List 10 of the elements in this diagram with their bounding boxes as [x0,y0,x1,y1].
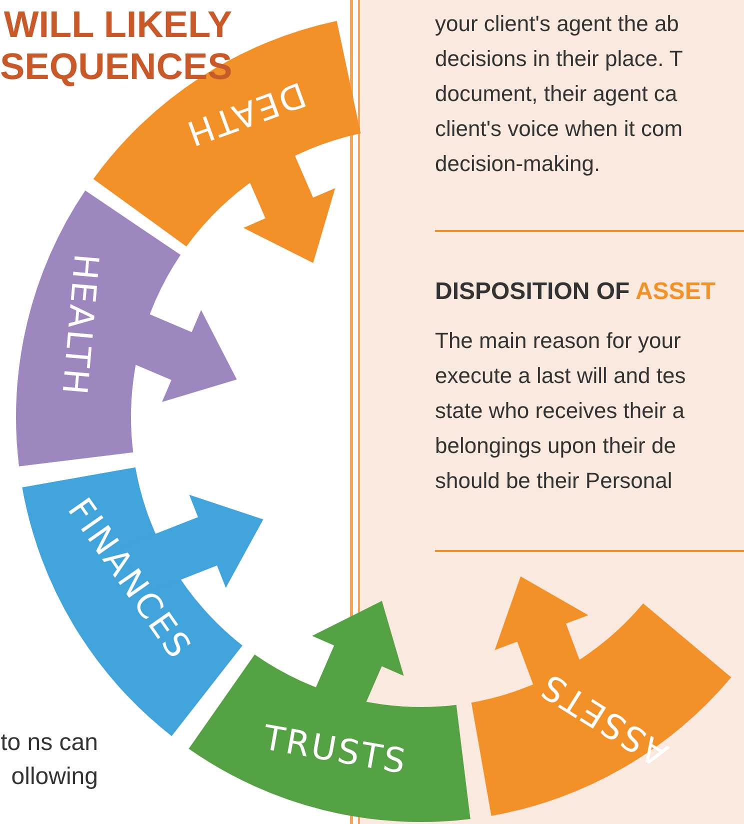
body-text: to ns can ollowing [0,728,98,792]
segment-label: HEALTH [54,252,106,398]
segment-label: TRUSTS [260,718,410,783]
body-paragraph: your client's agent the ab decisions in their place. T document, their agent ca client's voice when it com decision-making. [435,10,684,178]
section-heading: DISPOSITION OF ASSET [435,278,716,306]
ring-segment [471,576,732,816]
ring-segment [22,467,264,736]
ring-segment [16,190,237,466]
body-paragraph: The main reason for your execute a last will and tes state who receives their a belongings upon their de should be their Personal [435,327,687,495]
ring-segment [188,600,470,822]
